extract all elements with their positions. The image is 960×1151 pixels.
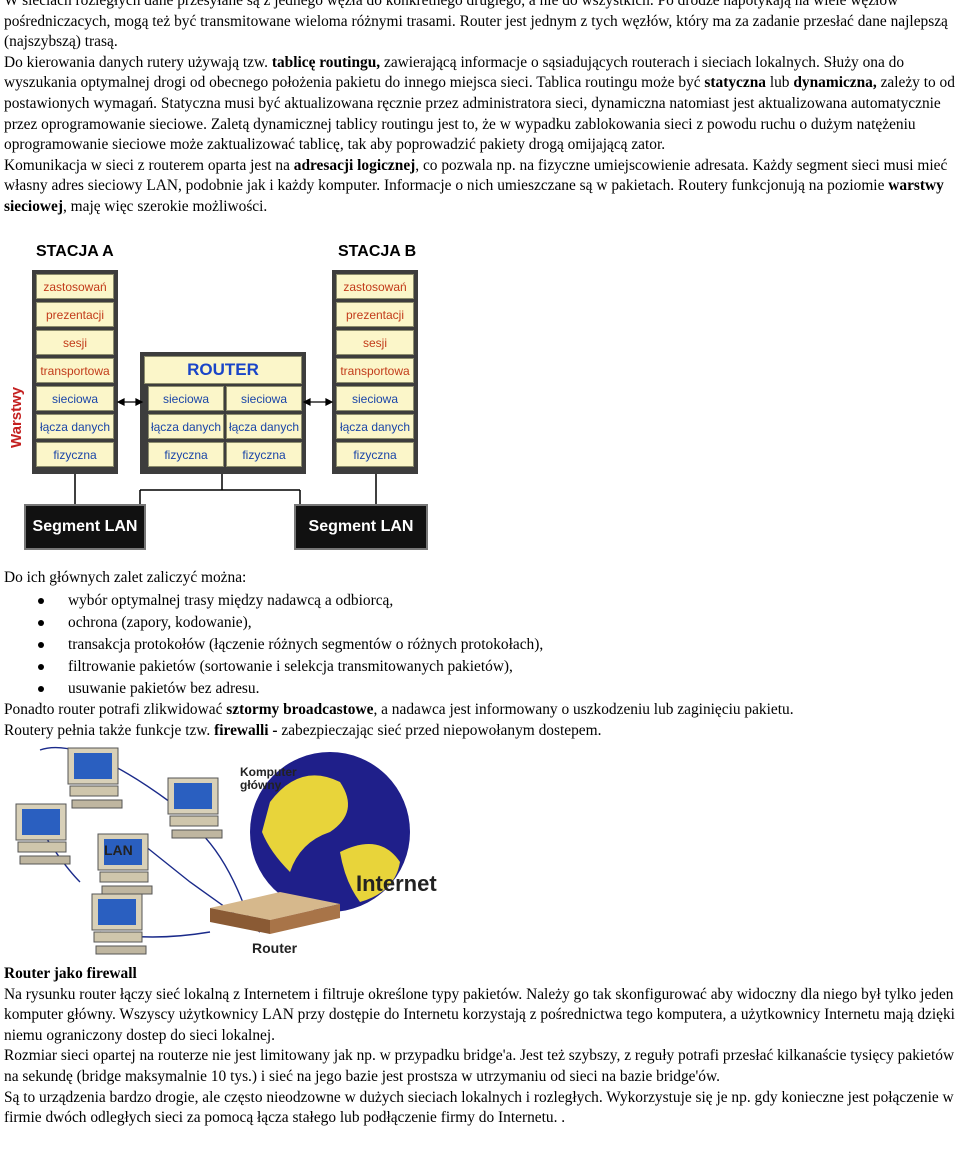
intro-paragraph-2: Do kierowania danych rutery używają tzw.… bbox=[0, 53, 960, 156]
router-layer: sieciowa bbox=[226, 386, 302, 411]
main-computer-icon bbox=[167, 777, 223, 839]
bold-term: statyczna bbox=[704, 74, 766, 92]
list-item: transakcja protokołów (łączenie różnych … bbox=[38, 634, 960, 656]
osi-layer: transportowa bbox=[336, 358, 414, 383]
connection-arrows bbox=[74, 398, 377, 506]
text: , a nadawca jest informowany o uszkodzen… bbox=[373, 701, 794, 718]
lan-label: LAN bbox=[104, 842, 133, 858]
text: Routery pełnia także funkcje tzw. bbox=[4, 721, 215, 739]
network-illustration: LAN Komputer główny Internet Router bbox=[0, 742, 460, 960]
router-header bbox=[144, 356, 302, 384]
list-item: filtrowanie pakietów (sortowanie i selek… bbox=[38, 656, 960, 678]
heading-text: Router jako firewall bbox=[4, 965, 137, 982]
osi-layer: transportowa bbox=[36, 358, 114, 383]
computer-icon bbox=[15, 803, 71, 865]
text: Do kierowania danych rutery używają tzw. bbox=[4, 53, 272, 71]
osi-layer: łącza danych bbox=[336, 414, 414, 439]
osi-layer: sieciowa bbox=[36, 386, 114, 411]
bold-term: sztormy broadcastowe bbox=[226, 701, 374, 718]
router-label: Router bbox=[252, 940, 298, 956]
bold-term: warstwy sieciowej bbox=[4, 177, 944, 215]
station-a-label: STACJA A bbox=[36, 243, 114, 260]
intro-section: W sieciach rozległych dane przesyłane są… bbox=[0, 0, 960, 218]
osi-layer: fizyczna bbox=[336, 442, 414, 467]
internet-label: Internet bbox=[356, 871, 437, 896]
osi-layer: zastosowań bbox=[36, 274, 114, 299]
text: , maję więc szerokie możliwości. bbox=[62, 197, 268, 215]
advantages-list: wybór optymalnej trasy między nadawcą a … bbox=[0, 590, 960, 700]
computer-icon bbox=[67, 747, 123, 809]
osi-layer: fizyczna bbox=[36, 442, 114, 467]
computer-icon bbox=[91, 893, 147, 955]
router-title: ROUTER bbox=[187, 360, 259, 379]
segment-lan-left: Segment LAN bbox=[24, 504, 146, 550]
bold-term: firewalli - bbox=[214, 721, 278, 739]
main-computer-label: Komputer główny bbox=[240, 765, 297, 792]
router-layer: łącza danych bbox=[148, 414, 224, 439]
router-layer: sieciowa bbox=[148, 386, 224, 411]
text: Ponadto router potrafi zlikwidować bbox=[4, 701, 227, 718]
segment-lan-right: Segment LAN bbox=[294, 504, 428, 550]
text: zawierającą informacje o sąsiadujących r… bbox=[4, 53, 905, 92]
firewall-paragraph-2: Rozmiar sieci opartej na routerze nie je… bbox=[4, 1047, 955, 1085]
osi-layer: łącza danych bbox=[36, 414, 114, 439]
text: zabezpieczając sieć przed niepowołanym d… bbox=[277, 721, 602, 739]
network-drawing bbox=[29, 746, 410, 938]
router-device bbox=[210, 892, 340, 934]
layers-label: Warstwy bbox=[8, 386, 25, 448]
router-layer: fizyczna bbox=[148, 442, 224, 467]
router-layer: fizyczna bbox=[226, 442, 302, 467]
intro-paragraph-1: W sieciach rozległych dane przesyłane są… bbox=[4, 0, 948, 51]
text: lub bbox=[765, 74, 794, 92]
list-item: usuwanie pakietów bez adresu. bbox=[38, 678, 960, 700]
osi-layer: zastosowań bbox=[336, 274, 414, 299]
osi-layer: prezentacji bbox=[336, 302, 414, 327]
osi-layer: sieciowa bbox=[336, 386, 414, 411]
layers-axis-label: Warstwy bbox=[8, 386, 25, 448]
station-b-label: STACJA B bbox=[338, 243, 417, 260]
advantages-section: Do ich głównych zalet zaliczyć można: wy… bbox=[0, 566, 960, 741]
firewall-paragraph-3: Są to urządzenia bardzo drogie, ale częs… bbox=[4, 1088, 954, 1127]
advantages-intro: Do ich głównych zalet zaliczyć można: bbox=[4, 569, 247, 586]
text: Komunikacja w sieci z routerem oparta je… bbox=[4, 156, 294, 174]
bold-term: tablicę routingu, bbox=[271, 53, 381, 71]
bold-term: adresacji logicznej bbox=[293, 156, 416, 174]
osi-layer: sesji bbox=[36, 330, 114, 355]
computer-icon bbox=[97, 833, 153, 895]
firewall-paragraph: Routery pełnia także funkcje tzw. firewa… bbox=[0, 721, 960, 742]
osi-router-diagram: STACJA A STACJA B Warstwy zastosowań prez… bbox=[0, 240, 440, 552]
list-item: wybór optymalnej trasy między nadawcą a … bbox=[38, 590, 960, 612]
bold-term: dynamiczna, bbox=[793, 74, 877, 92]
text: zależy to od postawionych wymagań. Staty… bbox=[4, 74, 955, 154]
intro-paragraph-3: Komunikacja w sieci z routerem oparta je… bbox=[0, 156, 960, 218]
osi-layer: sesji bbox=[336, 330, 414, 355]
text: , co pozwala np. na fizyczne umiejscowie… bbox=[4, 156, 948, 195]
broadcast-paragraph: Ponadto router potrafi zlikwidować sztor… bbox=[0, 700, 960, 721]
firewall-paragraph-1: Na rysunku router łączy sieć lokalną z I… bbox=[4, 985, 955, 1044]
osi-layer: prezentacji bbox=[36, 302, 114, 327]
firewall-section: Router jako firewall Na rysunku router ł… bbox=[0, 964, 960, 1129]
section-heading: Router jako firewall bbox=[0, 964, 960, 985]
list-item: ochrona (zapory, kodowanie), bbox=[38, 612, 960, 634]
router-layer: łącza danych bbox=[226, 414, 302, 439]
